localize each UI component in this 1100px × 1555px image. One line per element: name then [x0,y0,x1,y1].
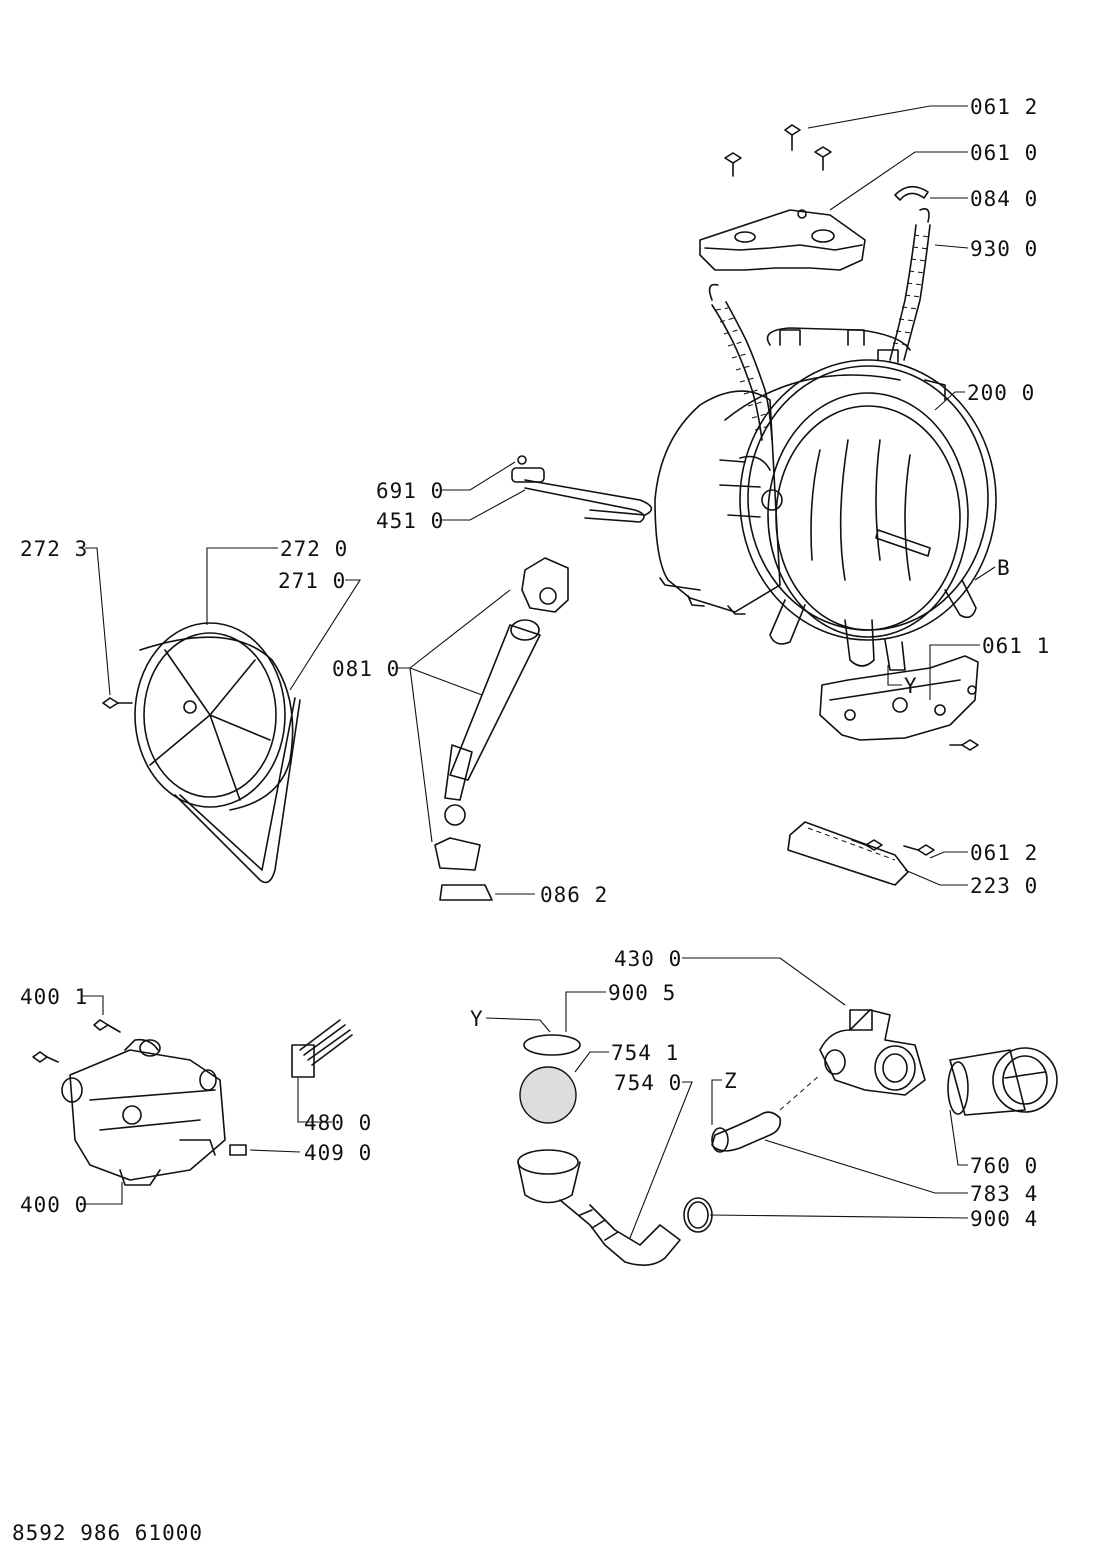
part-labels: 061 2 061 0 084 0 930 0 200 0 691 0 451 … [20,95,1050,1231]
label-y-seal: Y [470,1007,484,1031]
label-061-0: 061 0 [970,141,1038,165]
label-272-3: 272 3 [20,537,88,561]
wire-harness-connector [291,1019,353,1078]
label-930-0: 930 0 [970,237,1038,261]
pulley-and-belt [102,622,301,884]
label-200-0: 200 0 [967,381,1035,405]
leader-lines [82,105,996,1239]
pump-alignment-line [779,1074,821,1111]
label-b: B [997,556,1011,580]
label-y-drum: Y [904,674,918,698]
label-061-1: 061 1 [982,634,1050,658]
drain-pump [819,1009,926,1096]
screws-bottom [851,739,979,856]
shock-absorber [434,557,569,901]
tub-assembly [654,327,997,671]
suspension-springs [708,208,931,441]
counterweight-bottom [819,655,979,741]
label-061-2-top: 061 2 [970,95,1038,119]
label-409-0: 409 0 [304,1141,372,1165]
label-081-0: 081 0 [332,657,400,681]
motor [32,1019,247,1186]
screws-top [724,124,832,177]
label-223-0: 223 0 [970,874,1038,898]
label-400-0: 400 0 [20,1193,88,1217]
hose-clamp [683,1197,713,1233]
label-400-1: 400 1 [20,985,88,1009]
label-084-0: 084 0 [970,187,1038,211]
document-number: 8592 986 61000 [12,1521,203,1545]
pump-filter [947,1047,1058,1116]
label-480-0: 480 0 [304,1111,372,1135]
label-900-4: 900 4 [970,1207,1038,1231]
pump-hose [711,1111,782,1153]
label-061-2-bottom: 061 2 [970,841,1038,865]
label-z: Z [724,1069,738,1093]
ball-valve [519,1066,577,1124]
spring-clip [894,185,929,201]
label-783-4: 783 4 [970,1182,1038,1206]
label-754-0: 754 0 [614,1071,682,1095]
drain-hose-sump [517,1149,681,1266]
seal-ring [523,1034,581,1056]
drum-lifter [787,821,909,886]
counterweight-top [699,209,866,271]
label-086-2: 086 2 [540,883,608,907]
heating-element [511,455,653,523]
label-451-0: 451 0 [376,509,444,533]
label-754-1: 754 1 [611,1041,679,1065]
label-760-0: 760 0 [970,1154,1038,1178]
label-430-0: 430 0 [614,947,682,971]
label-900-5: 900 5 [608,981,676,1005]
label-691-0: 691 0 [376,479,444,503]
label-272-0: 272 0 [280,537,348,561]
label-271-0: 271 0 [278,569,346,593]
